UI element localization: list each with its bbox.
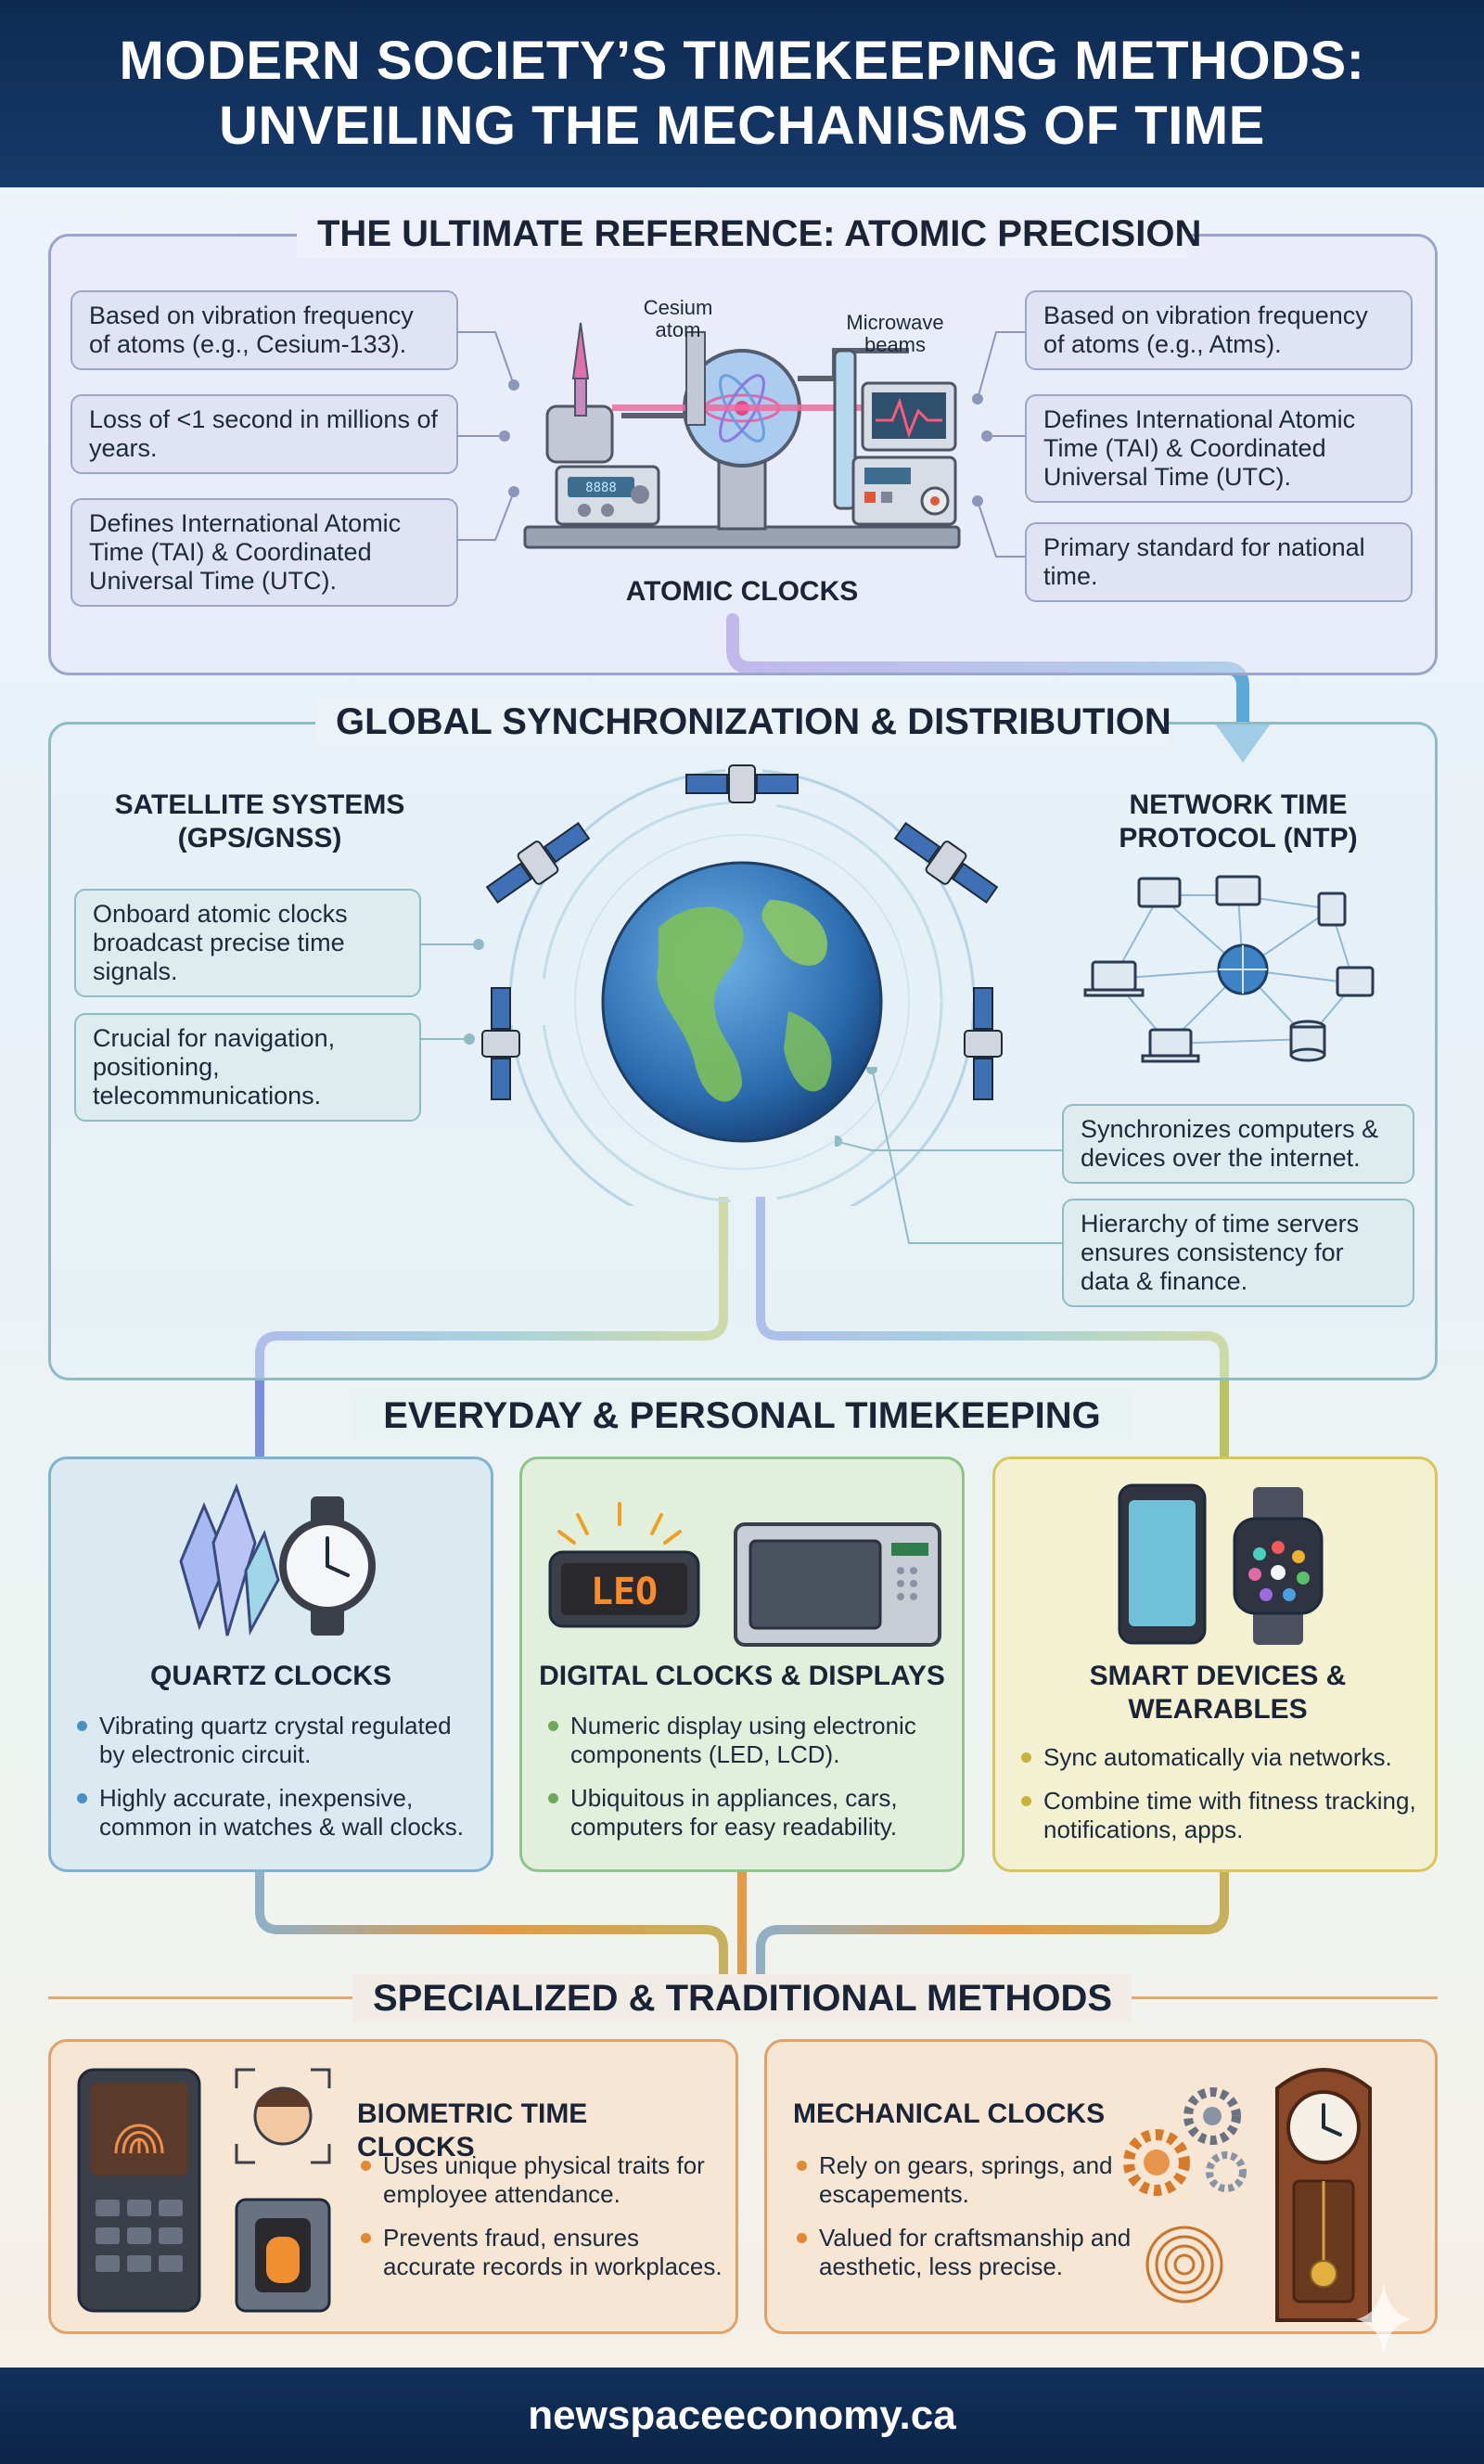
atomic-note-right-2: Defines International Atomic Time (TAI) …: [1025, 394, 1413, 503]
ntp-note-1: Synchronizes computers & devices over th…: [1062, 1104, 1414, 1184]
biometric-card: BIOMETRIC TIME CLOCKS Uses unique physic…: [48, 2039, 738, 2334]
digital-card: LEO DIGITAL CLOCKS & DISPLAYS Numeric di…: [519, 1457, 965, 1872]
smart-card: SMART DEVICES & WEARABLES Sync automatic…: [992, 1457, 1438, 1872]
mechanical-card: MECHANICAL CLOCKS Rely on gears, springs…: [764, 2039, 1438, 2334]
alarm-clock-icon: LEO: [548, 1502, 700, 1628]
laptop-icon: [1091, 960, 1137, 992]
digital-illustration: LEO: [548, 1502, 941, 1647]
atomic-note-left-2: Loss of <1 second in millions of years.: [70, 394, 458, 474]
smart-illustration: [1118, 1483, 1324, 1645]
cesium-atom-label: Cesium atom: [643, 296, 713, 341]
specialized-section-title: SPECIALIZED & TRADITIONAL METHODS: [352, 1974, 1132, 2022]
mechanical-card-title: MECHANICAL CLOCKS: [793, 2098, 1106, 2129]
atomic-note-connectors: [458, 331, 1025, 558]
mechanical-bullet-1: Rely on gears, springs, and escapements.: [795, 2151, 1147, 2209]
microwave-icon: [734, 1522, 941, 1647]
tablet-icon: [1317, 892, 1347, 927]
digital-clock-readout: LEO: [591, 1571, 658, 1613]
monitor-icon-2: [1215, 875, 1261, 906]
atomic-note-right-1: Based on vibration frequency of atoms (e…: [1025, 290, 1413, 370]
mechanical-illustration: [1123, 2068, 1372, 2322]
microwave-beams-label: Microwave beams: [846, 311, 944, 356]
ntp-note-2: Hierarchy of time servers ensures consis…: [1062, 1199, 1414, 1307]
spring-coil-icon: [1145, 2226, 1223, 2304]
face-scan-icon: [235, 2068, 331, 2164]
quartz-bullet-1: Vibrating quartz crystal regulated by el…: [75, 1712, 483, 1769]
atomic-note-right-3: Primary standard for national time.: [1025, 522, 1413, 602]
biometric-card-title: BIOMETRIC TIME CLOCKS: [357, 2098, 588, 2162]
quartz-bullet-2: Highly accurate, inexpensive, common in …: [75, 1784, 483, 1842]
quartz-card: QUARTZ CLOCKS Vibrating quartz crystal r…: [48, 1457, 493, 1872]
ntp-title: NETWORK TIME PROTOCOL (NTP): [1119, 789, 1358, 853]
biometric-bullet-2: Prevents fraud, ensures accurate records…: [359, 2224, 730, 2281]
smartphone-icon: [1118, 1483, 1207, 1645]
smart-bullet-1: Sync automatically via networks.: [1019, 1743, 1427, 1772]
title-line-1: MODERN SOCIETY’S TIMEKEEPING METHODS:: [119, 31, 1365, 91]
satellite-left-icon: [481, 987, 520, 1100]
grandfather-clock-icon: [1275, 2068, 1372, 2322]
satellite-systems-title: SATELLITE SYSTEMS (GPS/GNSS): [114, 789, 405, 853]
quartz-crystal-icon: [179, 1482, 280, 1636]
fingerprint-terminal-icon: [77, 2068, 201, 2313]
satellite-note-connectors: [421, 939, 484, 1045]
digital-bullet-1: Numeric display using electronic compone…: [546, 1712, 954, 1769]
satellite-note-2: Crucial for navigation, positioning, tel…: [74, 1013, 421, 1122]
atomic-note-left-1: Based on vibration frequency of atoms (e…: [70, 290, 458, 370]
smart-bullet-2: Combine time with fitness tracking, noti…: [1019, 1787, 1427, 1844]
satellite-note-1: Onboard atomic clocks broadcast precise …: [74, 889, 421, 997]
everyday-section-title: EVERYDAY & PERSONAL TIMEKEEPING: [352, 1392, 1132, 1440]
desktop-icon: [1336, 966, 1375, 997]
digital-bullet-2: Ubiquitous in appliances, cars, computer…: [546, 1784, 954, 1842]
quartz-illustration: [179, 1482, 376, 1636]
laptop-icon-2: [1148, 1028, 1193, 1058]
page-footer: newspaceeconomy.ca: [0, 2368, 1484, 2464]
wristwatch-icon: [279, 1496, 376, 1636]
ntp-note-connectors: [835, 1067, 1062, 1244]
database-icon: [1289, 1020, 1326, 1062]
biometric-bullet-1: Uses unique physical traits for employee…: [359, 2151, 730, 2209]
title-line-2: UNVEILING THE MECHANISMS OF TIME: [219, 96, 1265, 156]
sync-section-title: GLOBAL SYNCHRONIZATION & DISTRIBUTION: [315, 698, 1171, 746]
atomic-clock-illustration: 8888: [523, 322, 961, 549]
palm-scanner-icon: [235, 2198, 331, 2313]
smart-card-title: SMART DEVICES & WEARABLES: [1089, 1661, 1347, 1725]
page-header: MODERN SOCIETY’S TIMEKEEPING METHODS: UN…: [0, 0, 1484, 187]
atomic-clocks-caption: ATOMIC CLOCKS: [625, 576, 859, 607]
sparkle-icon: [1356, 2282, 1412, 2356]
quartz-card-title: QUARTZ CLOCKS: [150, 1661, 391, 1691]
gears-icon: [1123, 2087, 1247, 2196]
footer-site-link[interactable]: newspaceeconomy.ca: [528, 2393, 956, 2438]
satellite-right-top-icon: [893, 822, 999, 904]
monitor-icon: [1137, 877, 1182, 908]
atomic-display-readout: 8888: [585, 481, 617, 495]
biometric-illustration: [77, 2068, 331, 2313]
ntp-network-illustration: [1083, 875, 1375, 1063]
satellite-left-top-icon: [485, 822, 591, 904]
satellite-right-icon: [964, 987, 1003, 1100]
digital-card-title: DIGITAL CLOCKS & DISPLAYS: [539, 1661, 945, 1691]
atomic-note-left-3: Defines International Atomic Time (TAI) …: [70, 498, 458, 607]
atomic-section-title: THE ULTIMATE REFERENCE: ATOMIC PRECISION: [297, 210, 1201, 258]
smartwatch-icon: [1233, 1487, 1324, 1645]
mechanical-bullet-2: Valued for craftsmanship and aesthetic, …: [795, 2224, 1147, 2281]
globe-satellite-illustration: [481, 764, 1003, 1206]
satellite-top-icon: [685, 764, 799, 803]
